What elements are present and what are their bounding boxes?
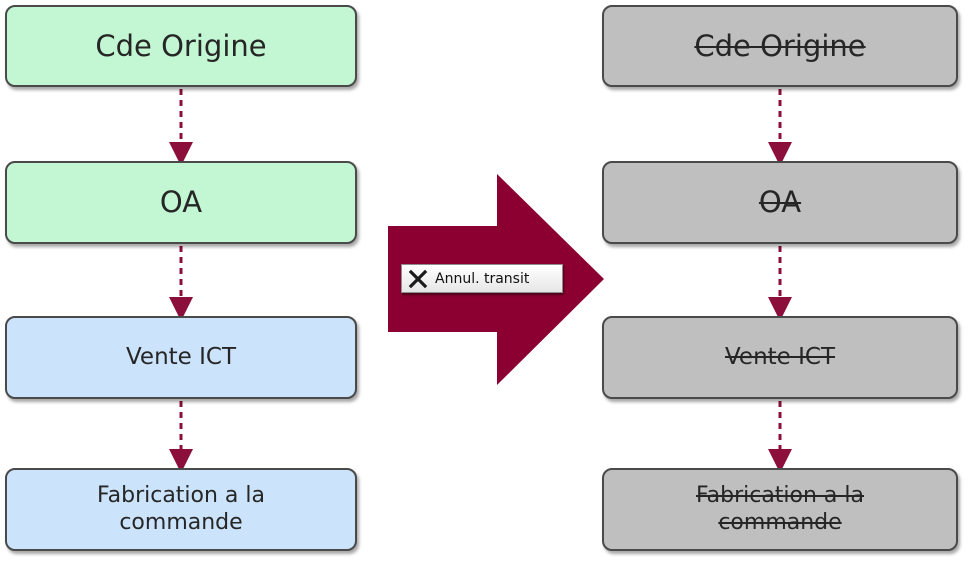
- right-node-oa-label: OA: [758, 185, 802, 220]
- close-icon: [408, 269, 428, 289]
- right-node-oa: OA: [602, 161, 958, 244]
- left-node-cde-origine-label: Cde Origine: [95, 28, 267, 63]
- left-node-vente-ict: Vente ICT: [5, 316, 357, 399]
- annul-transit-label: Annul. transit: [435, 270, 530, 287]
- right-node-vente-ict: Vente ICT: [602, 316, 958, 399]
- left-node-oa-label: OA: [159, 185, 203, 220]
- right-node-cde-origine-label: Cde Origine: [694, 28, 866, 63]
- annul-transit-button[interactable]: Annul. transit: [401, 264, 563, 293]
- right-node-cde-origine: Cde Origine: [602, 5, 958, 87]
- right-node-fabrication: Fabrication a la commande: [602, 468, 958, 551]
- right-node-vente-ict-label: Vente ICT: [724, 343, 836, 370]
- right-node-fabrication-label: Fabrication a la commande: [695, 483, 865, 535]
- left-node-fabrication-label: Fabrication a la commande: [96, 483, 266, 535]
- left-node-cde-origine: Cde Origine: [5, 5, 357, 87]
- left-node-oa: OA: [5, 161, 357, 244]
- left-node-vente-ict-label: Vente ICT: [125, 343, 237, 370]
- left-node-fabrication: Fabrication a la commande: [5, 468, 357, 551]
